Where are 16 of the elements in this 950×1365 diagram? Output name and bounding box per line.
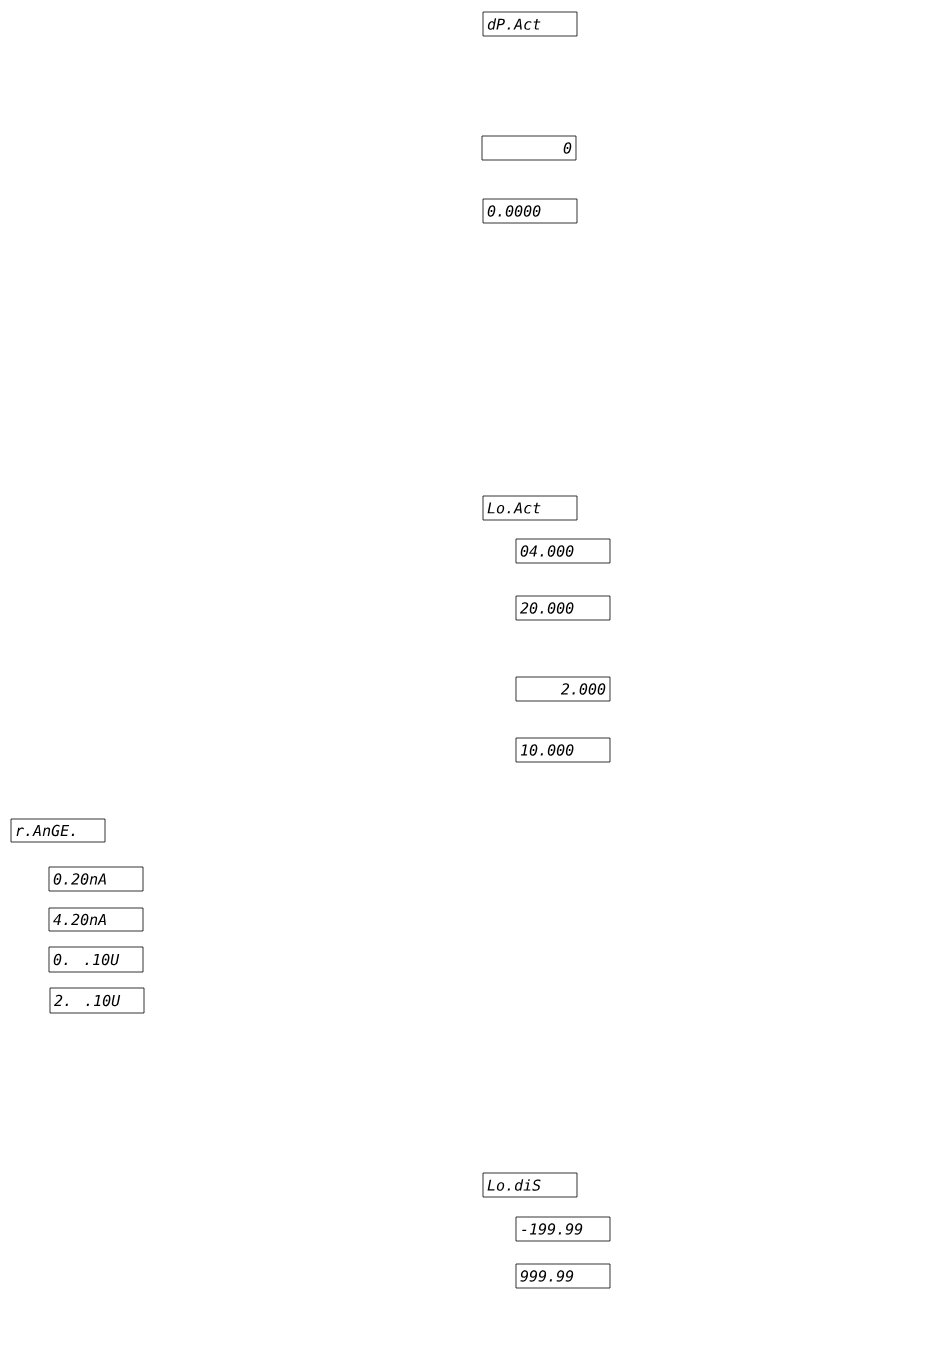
segment-display: 0: [481, 135, 577, 161]
segment-display: 2. .10U: [49, 987, 145, 1014]
segment-display: 999.99: [515, 1263, 611, 1289]
segment-display: r.AnGE.: [10, 818, 106, 843]
segment-display: Lo.Act: [482, 495, 578, 521]
segment-display: 10.000: [515, 737, 611, 763]
segment-display: 0.0000: [482, 198, 578, 224]
segment-display: 04.000: [515, 538, 611, 564]
segment-display: 4.20nA: [48, 907, 144, 932]
segment-display: Lo.diS: [482, 1172, 578, 1198]
segment-display: dP.Act: [482, 11, 578, 37]
segment-display: 0. .10U: [48, 946, 144, 973]
segment-display: 20.000: [515, 595, 611, 621]
segment-display: 2.000: [515, 676, 611, 702]
segment-display: 0.20nA: [48, 866, 144, 892]
segment-display: -199.99: [515, 1216, 611, 1242]
